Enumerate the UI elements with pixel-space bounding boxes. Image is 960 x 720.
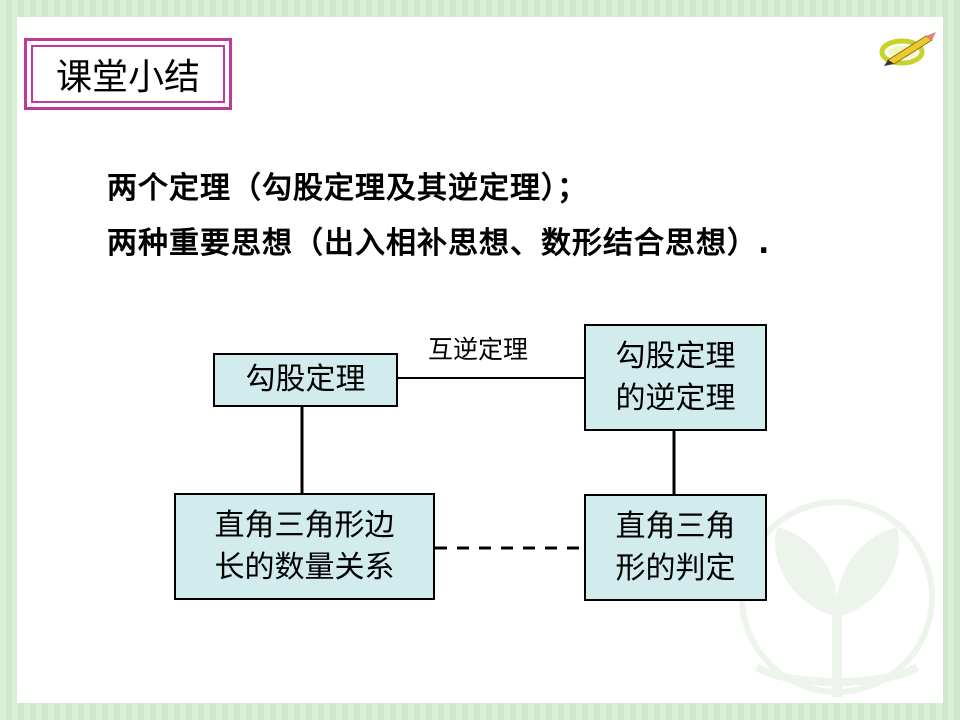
node-converse-theorem: 勾股定理 的逆定理: [584, 324, 767, 431]
summary-line-theorems: 两个定理（勾股定理及其逆定理）；: [107, 171, 588, 206]
node-side-relation: 直角三角形边 长的数量关系: [174, 493, 435, 600]
node-right-triangle-test: 直角三角 形的判定: [584, 494, 767, 601]
summary-line-ideas: 两种重要思想（出入相补思想、数形结合思想）.: [107, 226, 771, 261]
node-text-line: 形的判定: [615, 550, 736, 586]
slide-canvas: [17, 17, 943, 703]
node-text-line: 勾股定理: [245, 362, 366, 397]
node-text-line: 直角三角形边: [214, 507, 395, 543]
slide-title: 课堂小结: [31, 45, 225, 103]
node-text-line: 直角三角: [615, 508, 736, 544]
edge-label-mutual-converse: 互逆定理: [428, 335, 529, 364]
node-text-line: 的逆定理: [615, 380, 736, 416]
node-pythagorean-theorem: 勾股定理: [213, 353, 398, 407]
node-text-line: 长的数量关系: [214, 549, 395, 585]
pencil-icon: [879, 32, 936, 66]
node-text-line: 勾股定理: [615, 338, 736, 374]
title-frame: 课堂小结: [24, 38, 232, 110]
